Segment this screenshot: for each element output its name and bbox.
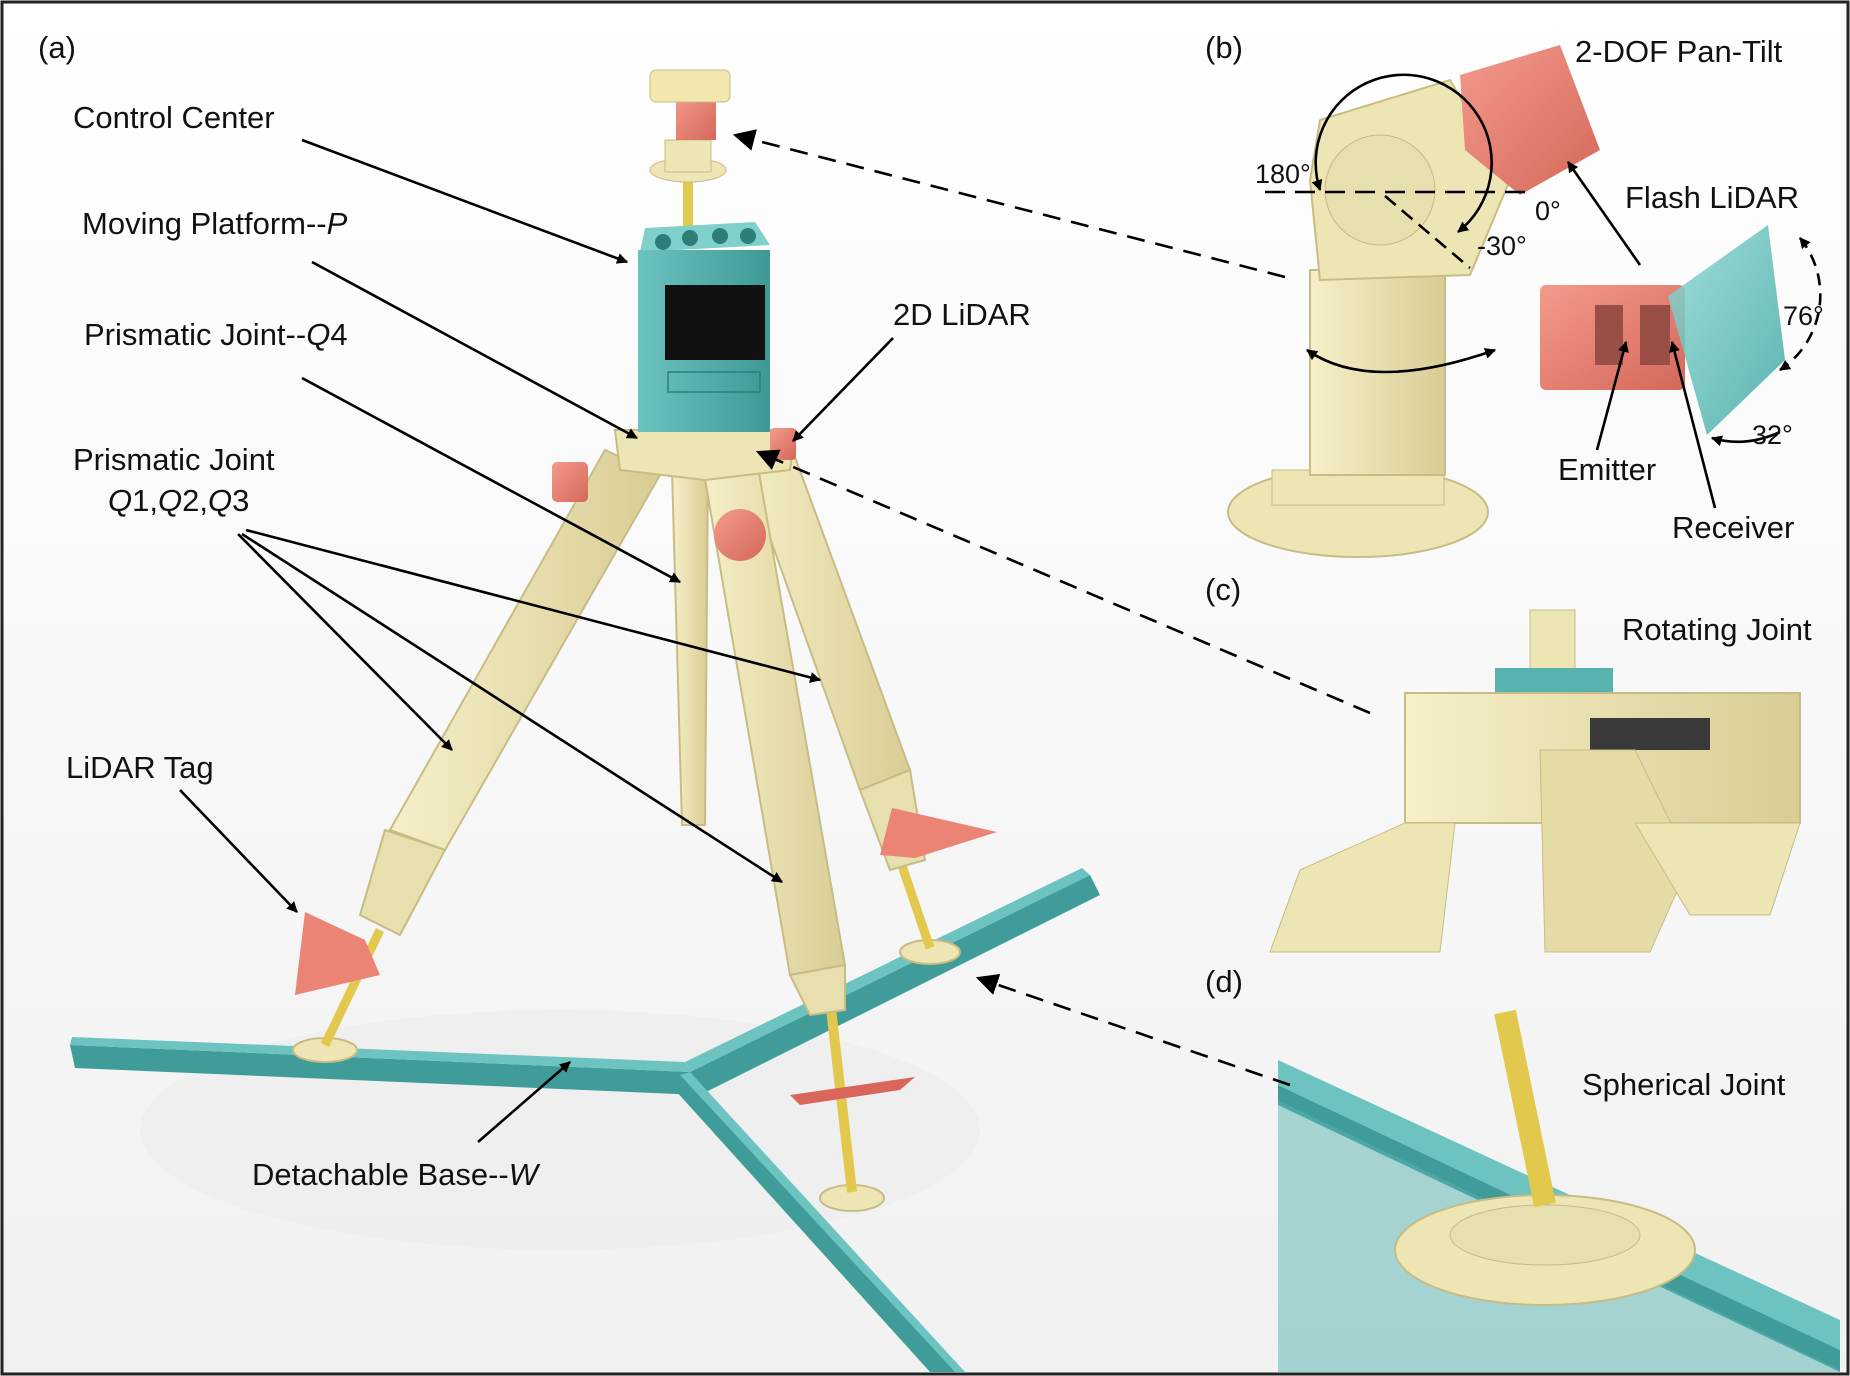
lidar-tag-left bbox=[295, 912, 380, 995]
q3-number: 3 bbox=[232, 483, 249, 518]
q3-symbol: Q bbox=[208, 483, 232, 518]
dashed-to-panel-b bbox=[732, 129, 1286, 279]
fov-arc-76 bbox=[1779, 237, 1822, 372]
panel-label-c: (c) bbox=[1205, 572, 1241, 607]
lidar-2d-sensor bbox=[770, 428, 796, 460]
leader-arrows bbox=[179, 73, 1822, 1143]
label-prismatic-q4: Prismatic Joint--Q4 bbox=[84, 317, 348, 352]
label-q1-q2-q3: Q1,Q2,Q3 bbox=[108, 483, 249, 518]
prismatic-q4-number: 4 bbox=[330, 317, 347, 352]
q2-symbol: Q bbox=[158, 483, 182, 518]
arrow-control-center bbox=[301, 138, 629, 264]
comma-2: , bbox=[199, 483, 208, 518]
arrow-emitter bbox=[1595, 340, 1629, 451]
label-emitter: Emitter bbox=[1558, 452, 1656, 487]
arrow-q2 bbox=[241, 532, 783, 884]
detachable-base-rails bbox=[70, 868, 1100, 1372]
panel-label-d: (d) bbox=[1205, 964, 1243, 999]
moving-platform-symbol: P bbox=[327, 206, 348, 241]
dashed-to-panel-d bbox=[975, 974, 1291, 1087]
arrow-flash-lidar bbox=[1566, 161, 1642, 266]
lidar-tag-front bbox=[790, 1077, 915, 1105]
arrow-q1 bbox=[237, 533, 453, 751]
angle-minus-30: -30° bbox=[1477, 231, 1527, 261]
arrow-detachable-base bbox=[477, 1061, 571, 1143]
tripod-illustration bbox=[70, 69, 1100, 1372]
comma-1: , bbox=[149, 483, 158, 518]
joint-disc bbox=[714, 509, 766, 561]
angle-180: 180° bbox=[1255, 159, 1311, 189]
q1-number: 1 bbox=[132, 483, 149, 518]
panel-label-b: (b) bbox=[1205, 30, 1243, 65]
moving-platform-text: Moving Platform-- bbox=[82, 206, 327, 241]
arrow-lidar-tag bbox=[179, 789, 298, 913]
label-pan-tilt: 2-DOF Pan-Tilt bbox=[1575, 34, 1783, 69]
lidar-tag-right bbox=[880, 808, 997, 858]
arrow-2d-lidar bbox=[792, 337, 894, 442]
prismatic-q4-text: Prismatic Joint-- bbox=[84, 317, 306, 352]
label-moving-platform: Moving Platform--P bbox=[82, 206, 348, 241]
arrow-q3 bbox=[245, 528, 822, 683]
prismatic-q4-symbol: Q bbox=[306, 317, 330, 352]
detachable-base-text: Detachable Base-- bbox=[252, 1157, 509, 1192]
panel-label-a: (a) bbox=[38, 30, 76, 65]
flash-lidar-fov bbox=[1668, 225, 1785, 435]
pan-tilt-camera bbox=[1460, 45, 1600, 195]
label-lidar-tag: LiDAR Tag bbox=[66, 750, 214, 785]
pan-arc bbox=[1306, 348, 1497, 374]
angle-76: 76° bbox=[1783, 301, 1824, 331]
spherical-joint-detail bbox=[1278, 1009, 1840, 1372]
control-box bbox=[638, 222, 770, 432]
label-flash-lidar: Flash LiDAR bbox=[1625, 180, 1799, 215]
detachable-base-symbol: W bbox=[509, 1157, 541, 1192]
label-2d-lidar: 2D LiDAR bbox=[893, 297, 1031, 332]
label-prismatic-joint: Prismatic Joint bbox=[73, 442, 275, 477]
dashed-to-panel-c bbox=[755, 449, 1371, 715]
rotating-joint-detail bbox=[1269, 609, 1801, 953]
q1-symbol: Q bbox=[108, 483, 132, 518]
label-receiver: Receiver bbox=[1672, 510, 1794, 545]
q2-number: 2 bbox=[182, 483, 199, 518]
label-spherical-joint: Spherical Joint bbox=[1582, 1067, 1786, 1102]
angle-0: 0° bbox=[1535, 196, 1561, 226]
side-sensor bbox=[552, 462, 588, 502]
arrow-moving-platform bbox=[311, 260, 638, 440]
arrow-receiver bbox=[1669, 340, 1717, 509]
label-rotating-joint: Rotating Joint bbox=[1622, 612, 1812, 647]
arrow-prismatic-q4 bbox=[301, 376, 681, 584]
label-detachable-base: Detachable Base--W bbox=[252, 1157, 541, 1192]
angle-32: 32° bbox=[1752, 420, 1793, 450]
tilt-arc bbox=[1311, 73, 1493, 234]
pan-tilt-unit bbox=[649, 69, 731, 183]
label-control-center: Control Center bbox=[73, 100, 275, 135]
fov-arc-32 bbox=[1710, 430, 1781, 447]
